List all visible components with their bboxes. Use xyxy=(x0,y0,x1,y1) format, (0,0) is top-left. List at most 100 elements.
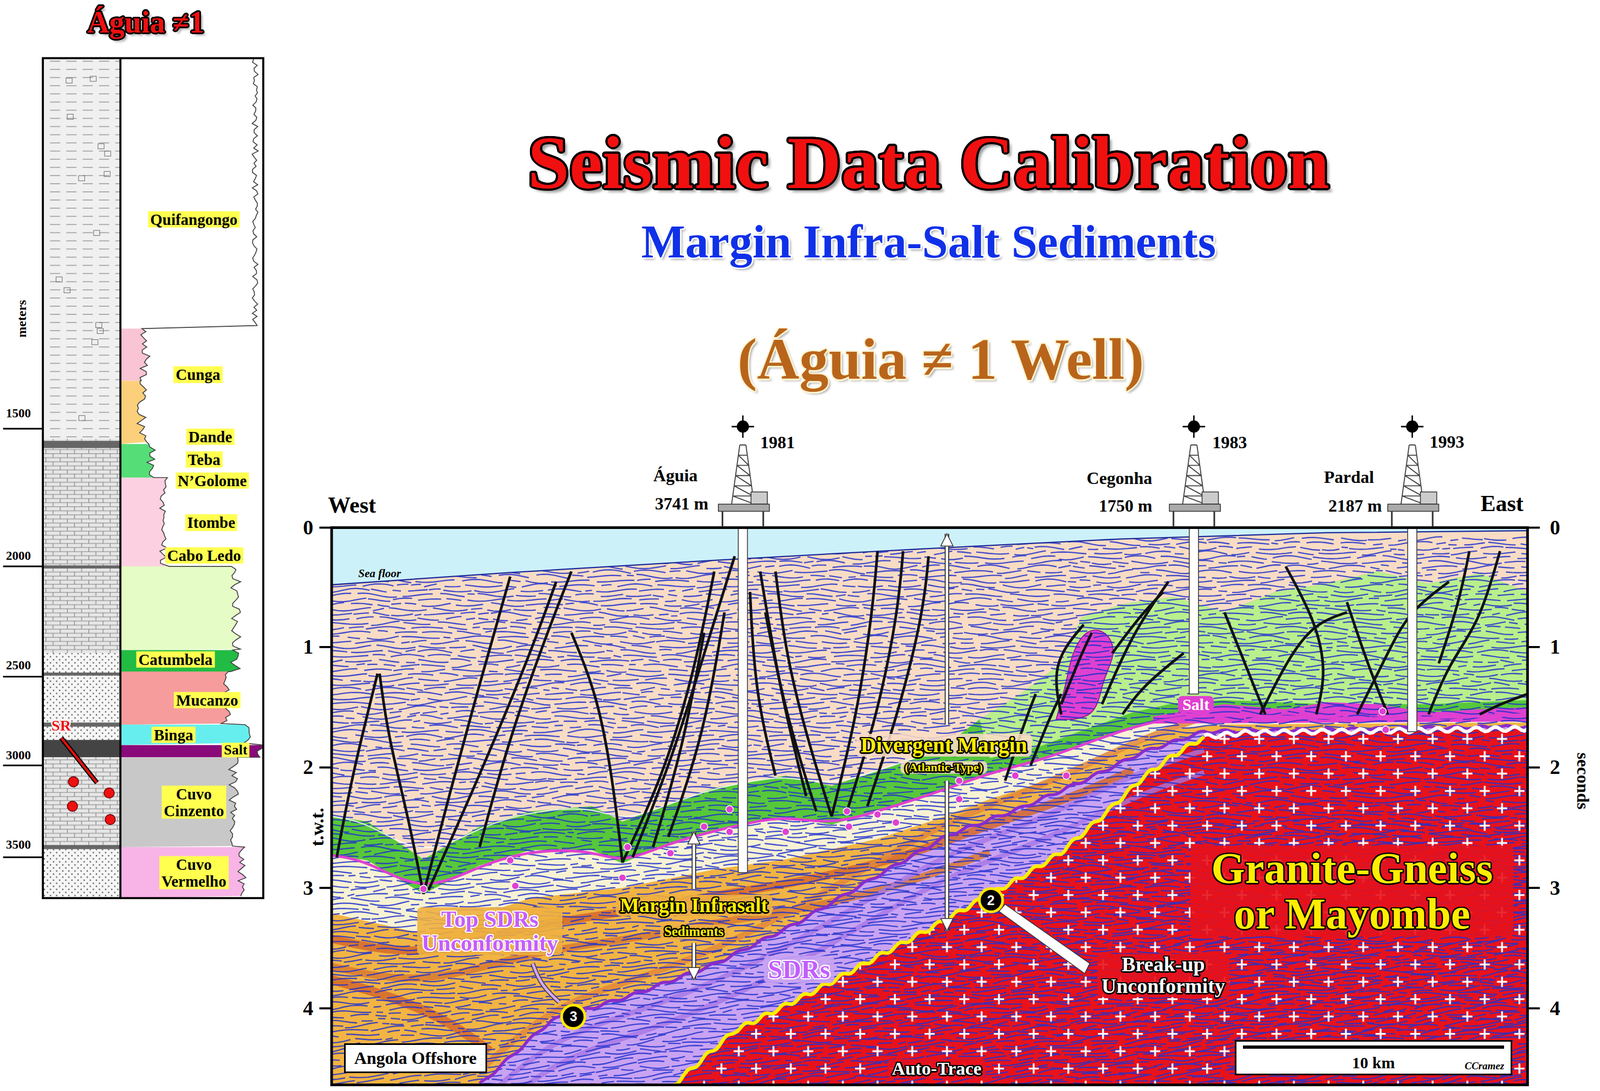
map-tag-box: Angola Offshore xyxy=(344,1043,488,1073)
axis-value: 1 xyxy=(1550,636,1561,658)
formation-name: Cuvo Vermelho xyxy=(159,856,229,890)
lithology-band xyxy=(42,440,121,448)
rig-legs xyxy=(722,510,763,527)
fault xyxy=(1122,652,1184,715)
lithology xyxy=(42,756,121,847)
horizon-marker xyxy=(892,818,900,827)
depth-tick xyxy=(3,427,43,430)
formation-name: Salt xyxy=(221,742,250,758)
fault xyxy=(1357,581,1449,715)
section-border xyxy=(331,527,1528,1085)
lithology-symbol xyxy=(78,175,85,181)
formation-name: Cabo Ledo xyxy=(165,546,244,563)
horizon-marker xyxy=(419,884,428,893)
axis-tick xyxy=(319,645,332,649)
fault xyxy=(1061,632,1092,705)
arrow-shaft xyxy=(945,780,949,931)
rig-platform xyxy=(1169,503,1221,511)
horizon-marker xyxy=(618,873,627,882)
log-divider xyxy=(119,57,122,898)
lithology xyxy=(42,438,121,653)
feature-label: (Atlantic-Type) xyxy=(900,761,988,774)
basement-top xyxy=(1203,726,1528,738)
leader-outline xyxy=(532,963,560,1003)
horizon-marker xyxy=(623,843,632,851)
source-rock-arrow xyxy=(61,737,97,783)
depth-tick xyxy=(3,675,43,678)
log-frame xyxy=(42,57,264,898)
seismic-section xyxy=(331,527,1528,1085)
well-symbol xyxy=(1187,420,1201,433)
axis-value: 0 xyxy=(1550,516,1561,539)
fault xyxy=(1030,693,1061,766)
depth-value: 3500 xyxy=(5,838,31,852)
fault xyxy=(652,632,704,847)
lithology-symbol xyxy=(67,114,74,120)
axis-tick xyxy=(1527,886,1540,889)
well-symbol-cross xyxy=(731,415,754,438)
formation-name: Quifangongo xyxy=(147,211,240,228)
horizon-marker xyxy=(1011,771,1020,780)
log-title: Águia ≠1 xyxy=(87,6,205,39)
horizon-marker xyxy=(726,805,734,813)
arrow-shaft-outline xyxy=(944,780,950,931)
rig-legs xyxy=(1391,510,1433,527)
arrow-head xyxy=(940,918,954,931)
well-bore xyxy=(738,527,748,873)
feature-label: Granite-Gneiss or Mayombe xyxy=(1190,845,1514,937)
axis-tick xyxy=(1527,766,1540,769)
callout-text: 2 xyxy=(987,892,995,909)
well-symbol xyxy=(736,420,750,433)
formation-name: Cunga xyxy=(173,366,223,383)
rig-platform xyxy=(1387,503,1439,511)
formation-name: Mucanzo xyxy=(173,691,241,709)
arrow-head xyxy=(687,967,701,980)
feature-label: Sea floor xyxy=(358,567,401,580)
formation-band xyxy=(120,846,246,898)
fault xyxy=(379,673,424,895)
scale-bar xyxy=(1242,1045,1505,1049)
well-year: 1983 xyxy=(1212,433,1247,453)
fault xyxy=(1056,624,1084,715)
lithology-band xyxy=(42,844,121,850)
faults xyxy=(336,551,1528,895)
horizon-marker xyxy=(506,856,515,865)
lithology-symbol xyxy=(89,76,96,82)
lithology-symbol xyxy=(55,276,62,282)
well-bore xyxy=(1189,527,1199,695)
well-year: 1981 xyxy=(760,433,795,453)
fault xyxy=(846,551,904,812)
rig-legs xyxy=(1173,510,1215,527)
depth-value: 2000 xyxy=(5,549,31,563)
lithology xyxy=(42,846,121,898)
lithology-symbol xyxy=(104,151,111,157)
arrow-head xyxy=(940,533,954,547)
axis-value: 3 xyxy=(1550,877,1561,899)
feature-label: Margin Infrasalt xyxy=(615,894,773,917)
axis-title: meters xyxy=(15,299,30,338)
horizon-marker xyxy=(726,827,734,836)
well-bore xyxy=(1407,527,1417,733)
horizon-marker xyxy=(1382,726,1390,734)
rig-house xyxy=(750,491,768,505)
leader-line xyxy=(532,963,560,1003)
depth-value: 3000 xyxy=(5,748,31,762)
box-text: 10 km xyxy=(1351,1053,1395,1072)
box-text: CCramez xyxy=(1464,1059,1505,1072)
lithology-symbol xyxy=(93,230,100,236)
fault xyxy=(571,632,623,863)
well-symbol-cross xyxy=(1401,415,1424,438)
feature-label: Divergent Margin xyxy=(856,733,1032,757)
formation-name: Dande xyxy=(186,428,235,445)
axis-value: 3 xyxy=(302,877,314,899)
fault xyxy=(1479,693,1528,715)
depth-value: 1500 xyxy=(5,406,31,420)
axis-tick xyxy=(319,526,332,529)
axis-tick xyxy=(319,886,332,889)
lithology-symbol xyxy=(96,328,103,334)
horizon-marker xyxy=(843,807,851,815)
rig-house xyxy=(1202,491,1219,505)
water xyxy=(331,527,1528,585)
arrow-head xyxy=(687,831,701,845)
